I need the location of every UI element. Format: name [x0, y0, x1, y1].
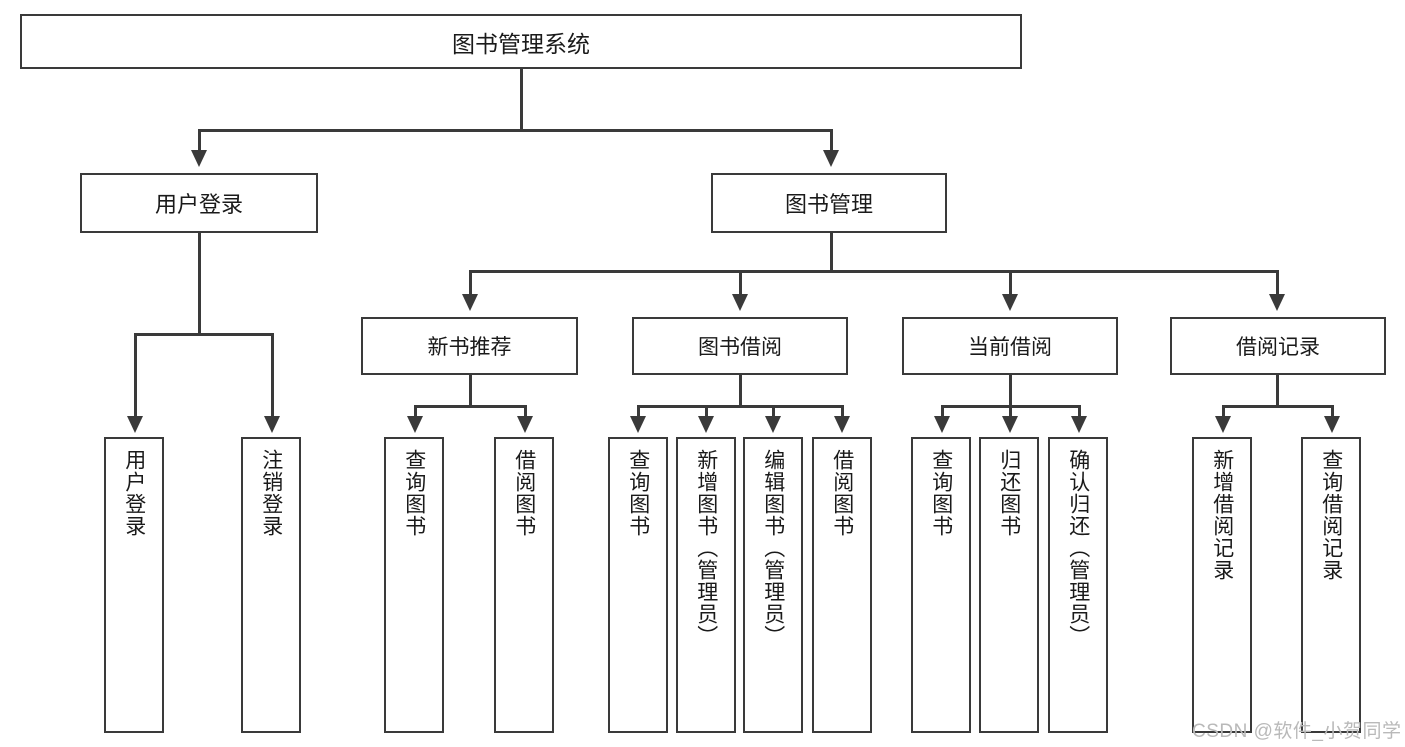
arrow-to-leaf-borrow-book-2	[834, 416, 850, 433]
arrow-to-leaf-return-book	[1002, 416, 1018, 433]
leaf-borrow-book[interactable]: 借阅图书	[812, 437, 872, 733]
arrow-to-leaf-query-record	[1324, 416, 1340, 433]
connector-user-login-bus	[134, 333, 273, 336]
connector-book-manage-stem	[830, 233, 833, 272]
connector-user-login-drop-2	[271, 333, 274, 417]
leaf-label: 新增借阅记录	[1210, 449, 1234, 581]
connector-borrow-drop-4	[841, 405, 844, 417]
arrow-to-leaf-edit-book	[765, 416, 781, 433]
connector-recommend-drop-2	[524, 405, 527, 417]
arrow-to-leaf-user-login	[127, 416, 143, 433]
leaf-return-book[interactable]: 归还图书	[979, 437, 1039, 733]
connector-level1-drop-user	[198, 129, 201, 151]
connector-level2-drop-1	[469, 270, 472, 295]
node-user-login[interactable]: 用户登录	[80, 173, 318, 233]
node-book-borrow[interactable]: 图书借阅	[632, 317, 848, 375]
leaf-label: 查询借阅记录	[1319, 449, 1343, 581]
node-label: 用户登录	[154, 192, 243, 217]
arrow-to-book-borrow	[732, 294, 748, 311]
csdn-watermark: CSDN @软件_小贺同学	[1192, 716, 1401, 743]
watermark-text: CSDN @软件_小贺同学	[1192, 721, 1402, 742]
node-label: 图书管理	[784, 192, 873, 217]
connector-level2-bus	[469, 270, 1278, 273]
connector-level1-drop-book	[830, 129, 833, 151]
connector-borrow-drop-2	[705, 405, 708, 417]
connector-recommend-drop-1	[414, 405, 417, 417]
connector-borrow-drop-3	[772, 405, 775, 417]
arrow-to-leaf-query-book-3	[934, 416, 950, 433]
node-label: 借阅记录	[1236, 336, 1320, 359]
arrow-to-leaf-add-record	[1215, 416, 1231, 433]
leaf-add-book-admin[interactable]: 新增图书（管理员）	[676, 437, 736, 733]
leaf-label: 归还图书	[997, 449, 1021, 537]
node-current-borrow[interactable]: 当前借阅	[902, 317, 1118, 375]
connector-level2-drop-3	[1009, 270, 1012, 295]
connector-borrow-drop-1	[637, 405, 640, 417]
connector-level2-drop-2	[739, 270, 742, 295]
leaf-user-login[interactable]: 用户登录	[104, 437, 164, 733]
connector-current-stem	[1009, 375, 1012, 407]
node-label: 当前借阅	[968, 336, 1052, 359]
leaf-query-book-recommend[interactable]: 查询图书	[384, 437, 444, 733]
leaf-label: 注销登录	[259, 449, 283, 537]
node-label: 图书借阅	[698, 336, 782, 359]
arrow-to-current-borrow	[1002, 294, 1018, 311]
node-root-system[interactable]: 图书管理系统	[20, 14, 1022, 69]
connector-recommend-bus	[414, 405, 526, 408]
leaf-confirm-return-admin[interactable]: 确认归还（管理员）	[1048, 437, 1108, 733]
connector-record-drop-2	[1331, 405, 1334, 417]
leaf-label: 用户登录	[122, 449, 146, 537]
leaf-label: 查询图书	[929, 449, 953, 537]
connector-level2-drop-4	[1276, 270, 1279, 295]
node-book-management[interactable]: 图书管理	[711, 173, 947, 233]
leaf-label: 新增图书（管理员）	[694, 449, 718, 647]
node-borrow-record[interactable]: 借阅记录	[1170, 317, 1386, 375]
arrow-to-leaf-confirm-return	[1071, 416, 1087, 433]
connector-root-stem	[520, 69, 523, 131]
leaf-edit-book-admin[interactable]: 编辑图书（管理员）	[743, 437, 803, 733]
connector-record-drop-1	[1222, 405, 1225, 417]
arrow-to-book-manage	[823, 150, 839, 167]
leaf-query-borrow-record[interactable]: 查询借阅记录	[1301, 437, 1361, 733]
node-label: 图书管理系统	[452, 30, 590, 57]
leaf-label: 确认归还（管理员）	[1066, 449, 1090, 647]
leaf-query-book-borrow[interactable]: 查询图书	[608, 437, 668, 733]
leaf-label: 编辑图书（管理员）	[761, 449, 785, 647]
leaf-query-book-current[interactable]: 查询图书	[911, 437, 971, 733]
leaf-label: 查询图书	[402, 449, 426, 537]
arrow-to-new-book-recommend	[462, 294, 478, 311]
connector-current-drop-2	[1009, 405, 1012, 417]
leaf-logout[interactable]: 注销登录	[241, 437, 301, 733]
node-new-book-recommend[interactable]: 新书推荐	[361, 317, 578, 375]
arrow-to-leaf-borrow-book-1	[517, 416, 533, 433]
arrow-to-leaf-add-book	[698, 416, 714, 433]
connector-user-login-stem	[198, 233, 201, 335]
connector-record-stem	[1276, 375, 1279, 407]
leaf-borrow-book-recommend[interactable]: 借阅图书	[494, 437, 554, 733]
leaf-label: 查询图书	[626, 449, 650, 537]
leaf-label: 借阅图书	[830, 449, 854, 537]
leaf-add-borrow-record[interactable]: 新增借阅记录	[1192, 437, 1252, 733]
connector-recommend-stem	[469, 375, 472, 407]
arrow-to-leaf-query-book-2	[630, 416, 646, 433]
arrow-to-user-login	[191, 150, 207, 167]
connector-borrow-bus	[637, 405, 843, 408]
connector-user-login-drop-1	[134, 333, 137, 417]
leaf-label: 借阅图书	[512, 449, 536, 537]
arrow-to-borrow-record	[1269, 294, 1285, 311]
connector-current-drop-1	[941, 405, 944, 417]
connector-record-bus	[1222, 405, 1333, 408]
arrow-to-leaf-logout	[264, 416, 280, 433]
connector-borrow-stem	[739, 375, 742, 407]
node-label: 新书推荐	[427, 336, 512, 359]
connector-level1-bus	[198, 129, 832, 132]
arrow-to-leaf-query-book-1	[407, 416, 423, 433]
connector-current-drop-3	[1078, 405, 1081, 417]
